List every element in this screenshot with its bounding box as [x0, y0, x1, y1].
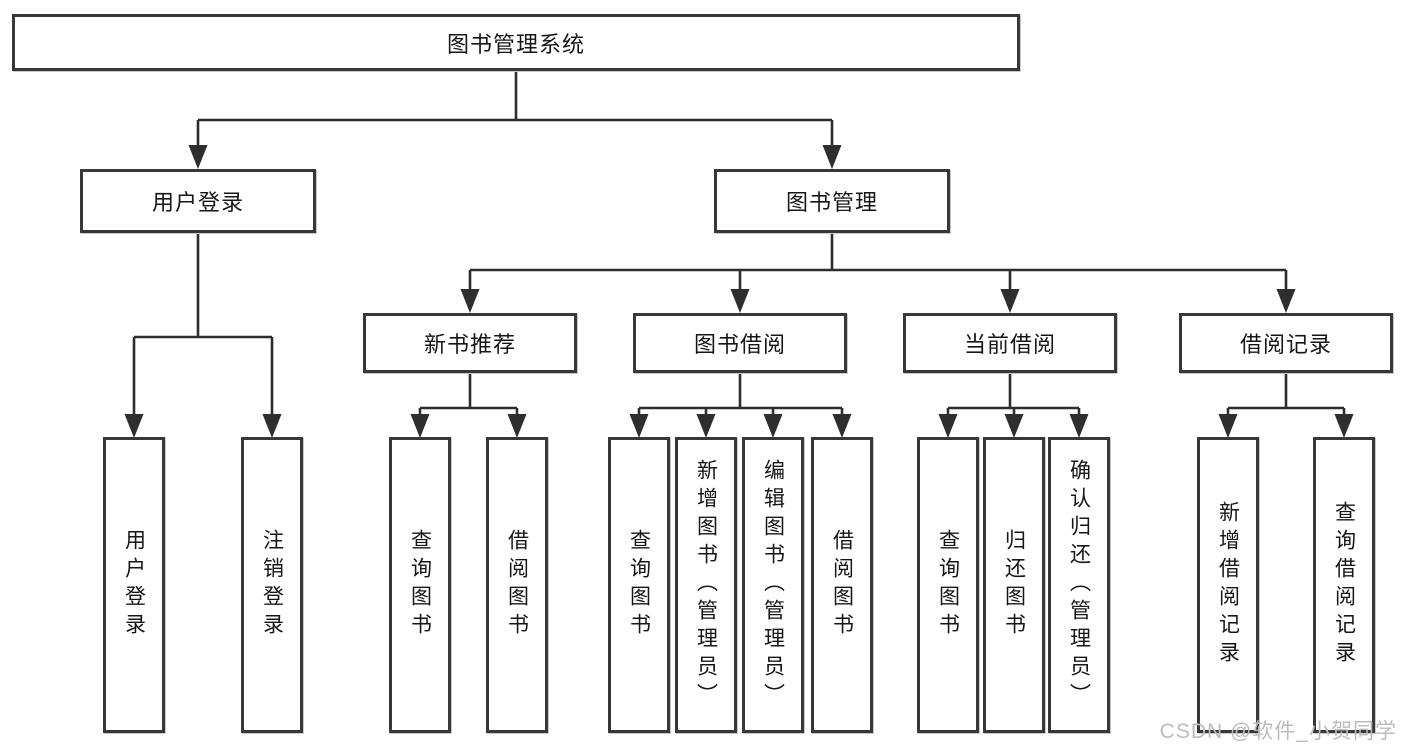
leaf-return-book: 归还图书	[983, 437, 1045, 733]
leaf-add-book-admin: 新增图书（管理员）	[675, 437, 737, 733]
node-library-management-system: 图书管理系统	[12, 14, 1020, 71]
leaf-query-books-recommend: 查询图书	[389, 437, 451, 733]
leaf-borrow-books-recommend: 借阅图书	[486, 437, 548, 733]
node-user-login: 用户登录	[80, 169, 316, 233]
node-book-borrow: 图书借阅	[633, 313, 847, 373]
leaf-query-borrow-record: 查询借阅记录	[1313, 437, 1375, 733]
leaf-edit-book-admin: 编辑图书（管理员）	[742, 437, 804, 733]
leaf-logout: 注销登录	[241, 437, 303, 733]
leaf-query-books-current: 查询图书	[917, 437, 979, 733]
leaf-add-borrow-record: 新增借阅记录	[1197, 437, 1259, 733]
node-borrow-records: 借阅记录	[1179, 313, 1393, 373]
leaf-user-login: 用户登录	[103, 437, 165, 733]
leaf-borrow-books: 借阅图书	[811, 437, 873, 733]
leaf-query-books-borrow: 查询图书	[608, 437, 670, 733]
node-book-management: 图书管理	[714, 169, 950, 233]
node-current-borrow: 当前借阅	[903, 313, 1117, 373]
node-new-book-recommend: 新书推荐	[363, 313, 577, 373]
leaf-confirm-return-admin: 确认归还（管理员）	[1048, 437, 1110, 733]
